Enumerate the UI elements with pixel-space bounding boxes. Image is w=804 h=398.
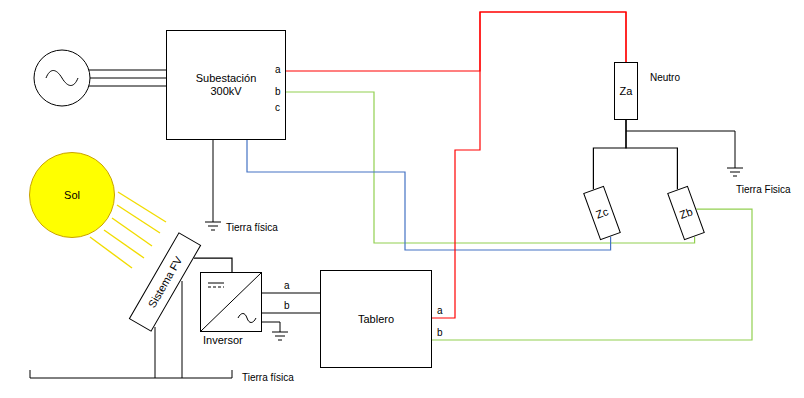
impedance-box: Zc (583, 186, 621, 241)
wire-connector (432, 209, 752, 340)
terminal-label: b (275, 86, 281, 98)
ground-label: Tierra física (242, 372, 294, 384)
ground-symbol (205, 222, 221, 230)
wire-connector (432, 12, 626, 318)
inverter-box: Inversor (200, 272, 262, 332)
wire-connector (262, 312, 320, 313)
node-text: Zb (678, 205, 695, 222)
wire-connector (286, 12, 626, 71)
ground-symbols (205, 131, 743, 340)
substation-box: Subestación 300kV (166, 30, 286, 140)
wire-connector (593, 120, 626, 190)
ground-wire (626, 131, 735, 168)
dc-symbol (208, 287, 224, 288)
generator-circle (34, 50, 90, 106)
terminal-label: c (275, 102, 280, 114)
sine-wave (46, 71, 78, 86)
impedance-box: Za (614, 62, 638, 120)
sun-ray (104, 230, 144, 258)
ground-symbol (727, 168, 743, 176)
pv-panel: Sistema FV (129, 232, 202, 332)
ground-label: Tierra Fisica (736, 184, 791, 196)
node-text: Sistema FV (145, 254, 185, 310)
sun-ray (90, 237, 132, 268)
wire-connector (262, 292, 320, 293)
node-text: Sol (64, 189, 80, 202)
node-text: Inversor (203, 334, 243, 347)
impedance-box: Zb (667, 186, 705, 241)
sun-ray (118, 192, 166, 222)
dc-symbol (208, 283, 224, 284)
terminal-label: a (437, 305, 443, 317)
node-text: Subestación 300kV (184, 72, 268, 98)
sun-circle: Sol (29, 152, 115, 238)
node-text: Za (620, 85, 633, 98)
ac-symbol (238, 314, 256, 323)
node-text: Zc (594, 205, 610, 221)
ground-wire (262, 322, 280, 332)
terminal-label: b (284, 300, 290, 312)
bracket (30, 370, 232, 378)
terminal-label: b (437, 327, 443, 339)
inverter-symbol (201, 273, 261, 331)
ground-wire (213, 140, 214, 222)
inverter-diagonal (201, 273, 261, 331)
switchboard-box: Tablero (320, 270, 432, 368)
wire-connector (194, 258, 232, 272)
node-text: Tablero (358, 313, 394, 326)
feeder-wires (89, 70, 166, 86)
sun-ray (112, 218, 152, 246)
neutral-label: Neutro (650, 72, 680, 84)
wire-connector (626, 120, 677, 190)
sun-ray (117, 205, 160, 233)
wire-connector (247, 140, 611, 250)
panel-mount (30, 281, 232, 378)
generator-symbol (34, 50, 166, 106)
terminal-label: a (275, 64, 281, 76)
ground-symbol (272, 332, 288, 340)
terminal-label: a (284, 280, 290, 292)
ground-label: Tierra física (226, 222, 278, 234)
